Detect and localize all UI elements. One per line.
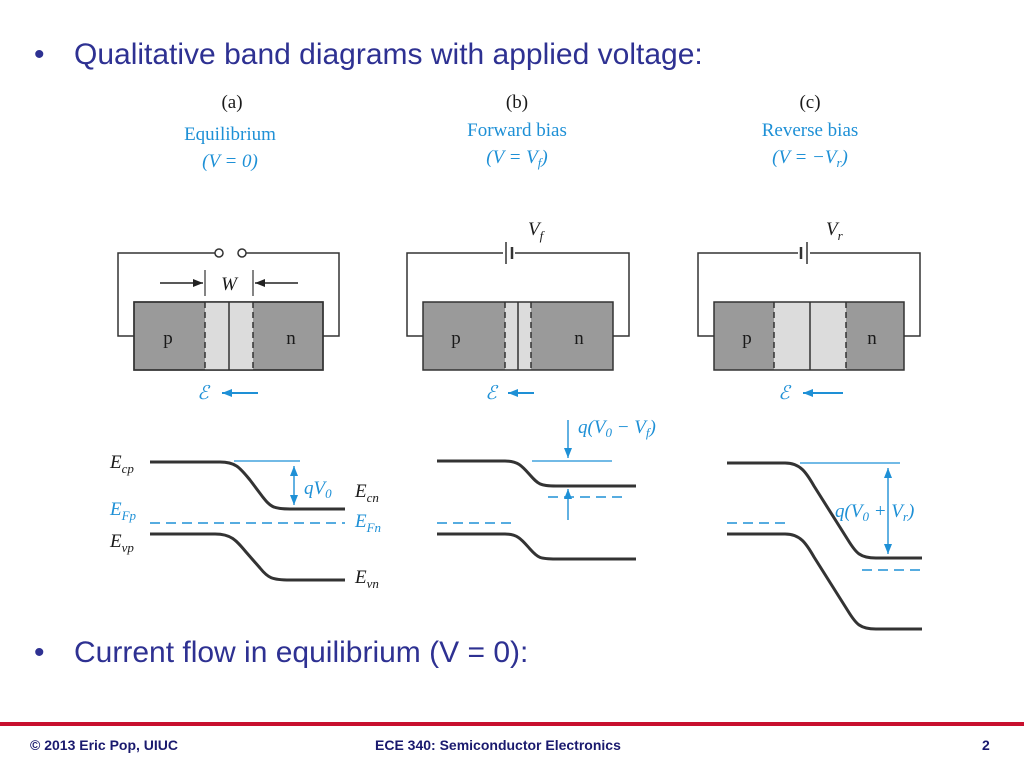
panel-c-condition: (V = −Vr) — [772, 147, 848, 170]
panel-b-conduction-band — [437, 459, 636, 488]
panel-b-barrier-label: q(V0 − Vf) — [578, 417, 656, 440]
panel-a-letter: (a) — [221, 92, 242, 113]
panel-b-title: Forward bias — [467, 120, 567, 141]
panel-b-device: Vf p n ℰ — [406, 219, 630, 404]
panel-c-conduction-band — [727, 461, 922, 560]
panel-c-field-symbol: ℰ — [778, 383, 792, 404]
panel-a-condition: (V = 0) — [202, 151, 258, 172]
panel-a-wire-right — [246, 252, 340, 337]
panel-b-condition: (V = Vf) — [486, 147, 547, 170]
panel-a-qv0-label: qV0 — [304, 478, 332, 501]
label-ecp: Ecp — [109, 452, 134, 476]
label-efn: EFn — [354, 511, 381, 535]
panel-b-valence-band — [437, 532, 636, 561]
panel-c-wire-right — [810, 252, 921, 337]
panel-a-title: Equilibrium — [184, 124, 276, 145]
panel-c-n-label: n — [867, 328, 877, 349]
bullet-marker: • — [34, 636, 45, 669]
footer-copyright: © 2013 Eric Pop, UIUC — [30, 737, 179, 753]
bullet-marker: • — [34, 38, 45, 71]
panel-b-field-symbol: ℰ — [485, 383, 499, 404]
panel-a-width-label: W — [221, 274, 239, 295]
panel-c-bands: q(V0 + Vr) — [727, 461, 922, 631]
panel-a-wire-left — [117, 252, 215, 337]
panel-c-letter: (c) — [799, 92, 820, 113]
panel-a-terminal-right — [237, 248, 247, 258]
panel-a-device: p n W ℰ — [117, 248, 340, 404]
panel-b-wire-left — [406, 252, 503, 337]
footer-course-title: ECE 340: Semiconductor Electronics — [375, 737, 621, 753]
label-efp: EFp — [109, 499, 137, 523]
panel-a-field-symbol: ℰ — [197, 383, 211, 404]
panel-a-valence-band — [150, 532, 345, 582]
panel-c-source-label: Vr — [826, 219, 844, 243]
panel-c-valence-band — [727, 532, 922, 631]
panel-b-n-label: n — [574, 328, 584, 349]
panel-b-letter: (b) — [506, 92, 528, 113]
bullet-band-diagrams: • Qualitative band diagrams with applied… — [34, 38, 703, 72]
panel-a-caption: (a) Equilibrium (V = 0) — [184, 92, 276, 172]
panel-a-p-label: p — [163, 328, 173, 349]
panel-b-bands: q(V0 − Vf) — [437, 417, 656, 561]
panel-b-p-label: p — [451, 328, 461, 349]
panel-c-title: Reverse bias — [762, 120, 859, 141]
band-diagram-figure: (a) Equilibrium (V = 0) (b) Forward bias… — [109, 92, 922, 631]
panel-b-wire-right — [515, 252, 630, 337]
panel-b-source-label: Vf — [528, 219, 546, 243]
bullet-current-flow: • Current flow in equilibrium (V = 0): — [34, 636, 528, 670]
panel-a-terminal-left — [214, 248, 224, 258]
bullet-text: Qualitative band diagrams with applied v… — [74, 38, 703, 71]
label-evp: Evp — [109, 531, 134, 555]
panel-a-n-label: n — [286, 328, 296, 349]
panel-a-conduction-band — [150, 460, 345, 511]
panel-c-device: Vr p n ℰ — [697, 219, 921, 404]
footer-divider — [0, 722, 1024, 726]
footer-page-number: 2 — [982, 737, 990, 753]
panel-c-p-label: p — [742, 328, 752, 349]
label-ecn: Ecn — [354, 481, 379, 505]
panel-b-caption: (b) Forward bias (V = Vf) — [467, 92, 567, 170]
panel-c-caption: (c) Reverse bias (V = −Vr) — [762, 92, 859, 170]
bullet-text: Current flow in equilibrium (V = 0): — [74, 636, 529, 669]
panel-c-wire-left — [697, 252, 798, 337]
panel-a-bands: qV0 Ecp EFp Evp Ecn EFn Evn — [109, 452, 381, 591]
label-evn: Evn — [354, 567, 379, 591]
panel-c-barrier-label: q(V0 + Vr) — [835, 501, 914, 524]
